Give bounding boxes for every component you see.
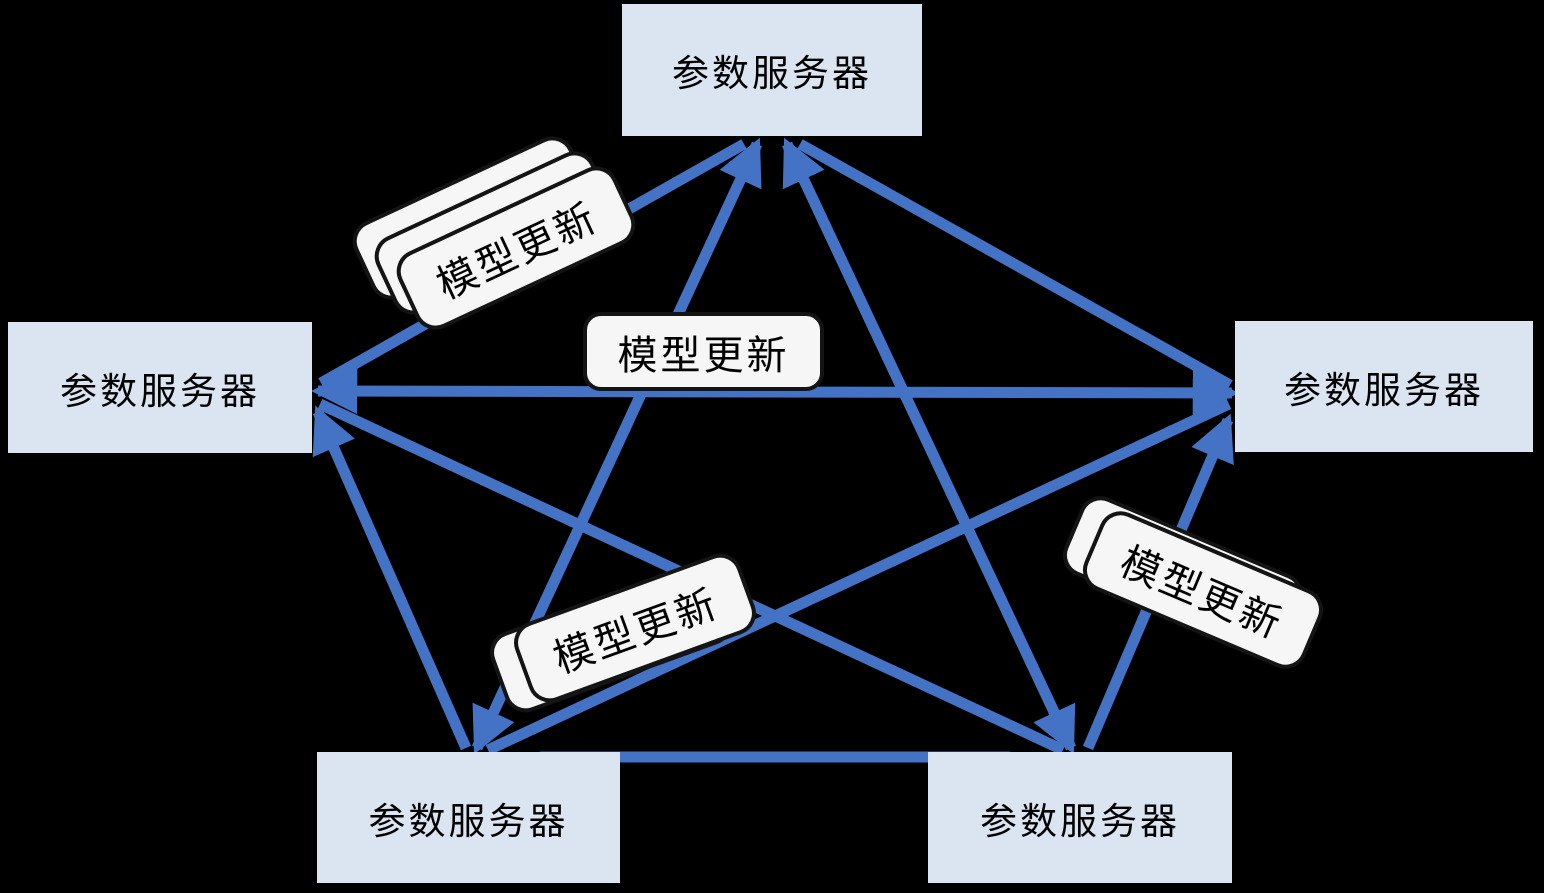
arrow-bottomleft-left (312, 405, 472, 751)
node-label: 参数服务器 (1284, 370, 1484, 412)
arrow-top-bottomright (782, 137, 1076, 755)
node-label: 参数服务器 (60, 371, 260, 413)
node-label: 参数服务器 (980, 801, 1180, 843)
node-parameter-server-left: 参数服务器 (8, 322, 312, 453)
node-label: 参数服务器 (368, 801, 569, 843)
edge-label-model-update-center: 模型更新 (583, 312, 824, 391)
edge-label-text: 模型更新 (617, 332, 790, 378)
node-label: 参数服务器 (672, 54, 872, 95)
node-parameter-server-right: 参数服务器 (1235, 321, 1533, 452)
node-parameter-server-bottom-right: 参数服务器 (928, 752, 1232, 883)
node-parameter-server-bottom-left: 参数服务器 (317, 752, 620, 883)
arrow-top-right (797, 139, 1233, 390)
arrow-left-right (311, 367, 1239, 417)
node-parameter-server-top: 参数服务器 (622, 4, 922, 136)
